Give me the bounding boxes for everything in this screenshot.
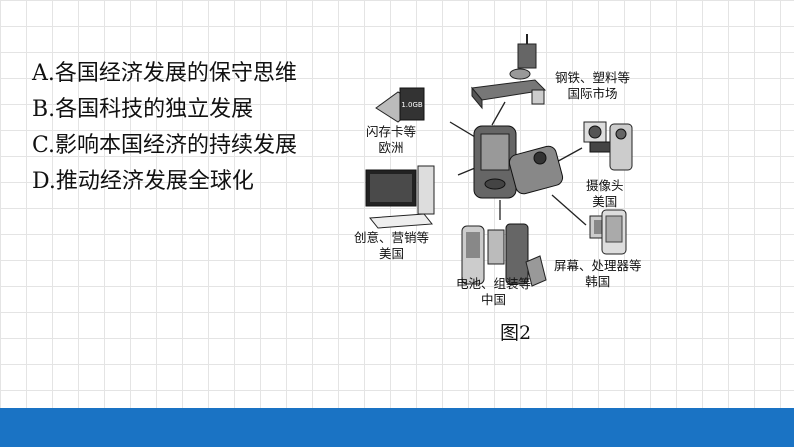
option-d[interactable]: D.推动经济发展全球化 — [32, 169, 254, 194]
label-screen: 屏幕、处理器等 韩国 — [554, 258, 642, 290]
label-steel-line1: 钢铁、塑料等 — [555, 70, 631, 85]
option-a[interactable]: A.各国经济发展的保守思维 — [32, 61, 297, 86]
label-steel-plastic: 钢铁、塑料等 国际市场 — [555, 70, 630, 102]
diagram-graphics: 1.0GB — [365, 34, 633, 287]
camera-module-icon — [583, 121, 633, 171]
label-camera-line1: 摄像头 — [586, 178, 624, 193]
label-creative-line2: 美国 — [379, 246, 405, 261]
computer-icon — [365, 165, 435, 229]
label-screen-line1: 屏幕、处理器等 — [554, 258, 642, 273]
battery-assembly-icon — [461, 223, 547, 287]
label-battery-line1: 电池、组装等 — [456, 276, 532, 291]
label-battery: 电池、组装等 中国 — [456, 276, 531, 308]
figure-caption: 图2 — [500, 322, 532, 344]
label-steel-line2: 国际市场 — [567, 86, 618, 101]
label-battery-line2: 中国 — [481, 292, 507, 307]
option-c[interactable]: C.影响本国经济的持续发展 — [32, 133, 298, 158]
memory-card-icon: 1.0GB — [375, 87, 425, 123]
label-flash-line1: 闪存卡等 — [366, 124, 417, 139]
screen-processor-icon — [589, 209, 627, 255]
label-flash-card: 闪存卡等 欧洲 — [366, 124, 416, 156]
label-flash-line2: 欧洲 — [378, 140, 404, 155]
label-creative-line1: 创意、营销等 — [354, 230, 430, 245]
option-b[interactable]: B.各国科技的独立发展 — [32, 97, 254, 122]
label-camera: 摄像头 美国 — [586, 178, 624, 210]
central-phone-icon — [473, 125, 564, 199]
label-screen-line2: 韩国 — [585, 274, 611, 289]
label-camera-line2: 美国 — [592, 194, 618, 209]
phone-supply-chain-diagram: 1.0GB — [340, 30, 670, 350]
footer-bar — [0, 408, 794, 447]
steel-plastic-icon — [471, 34, 547, 110]
memory-card-text: 1.0GB — [401, 101, 423, 109]
label-creative: 创意、营销等 美国 — [354, 230, 429, 262]
options-list: A.各国经济发展的保守思维 B.各国科技的独立发展 C.影响本国经济的持续发展 … — [32, 56, 297, 200]
